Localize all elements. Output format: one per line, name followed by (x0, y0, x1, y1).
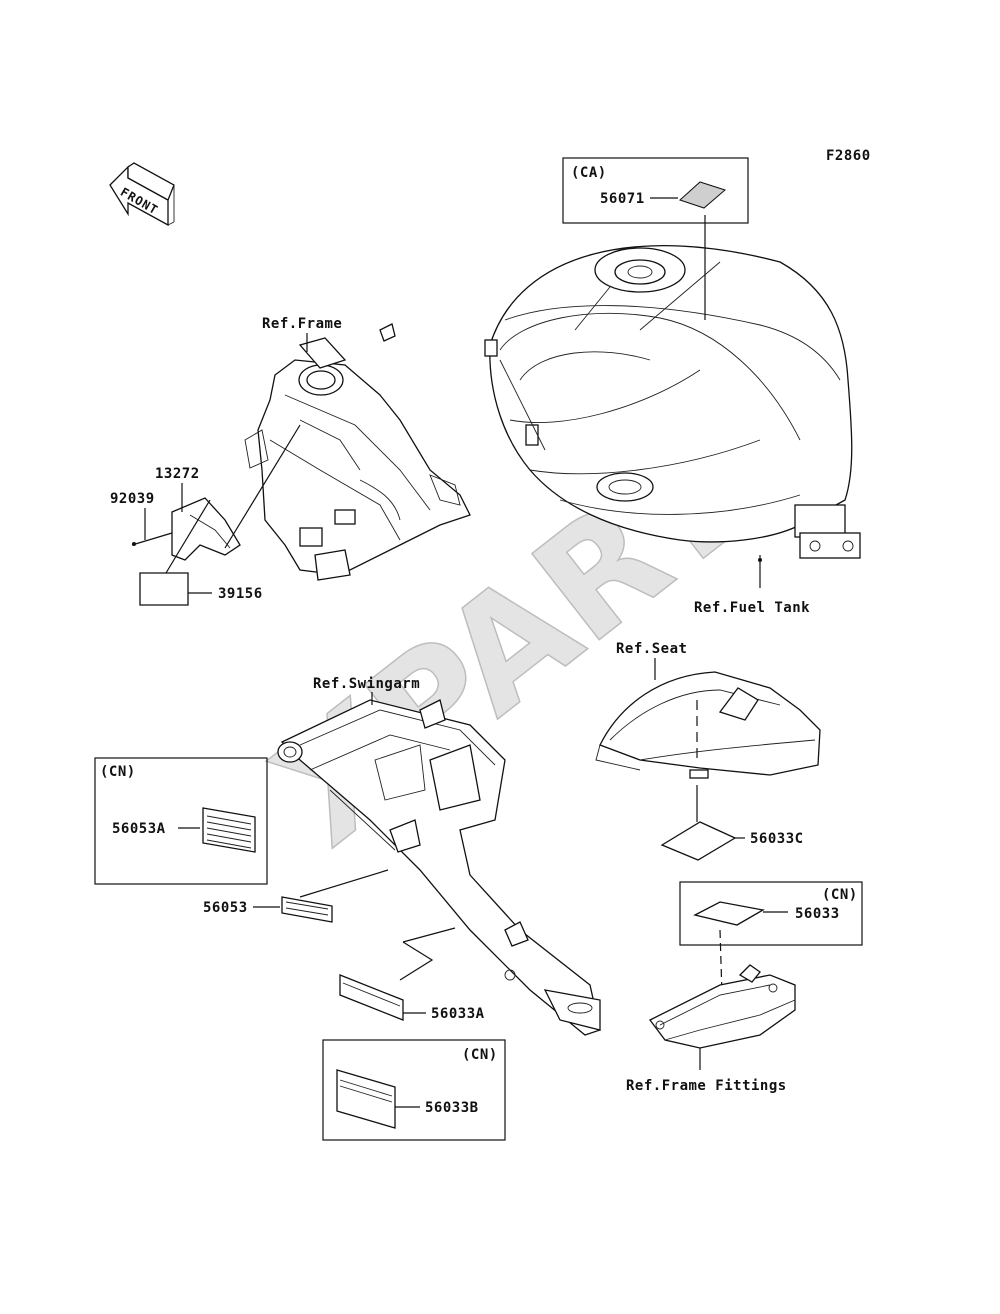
part-number-56033[interactable]: 56033 (795, 906, 840, 922)
label-56033-decal (693, 901, 765, 926)
box-cn-56053a (94, 757, 268, 885)
figure-code: F2860 (826, 148, 871, 164)
ref-frame-fittings-label: Ref.Frame Fittings (626, 1078, 787, 1094)
ref-seat-label: Ref.Seat (616, 641, 687, 657)
part-number-39156[interactable]: 39156 (218, 586, 263, 602)
label-56053a-decal (202, 807, 256, 853)
region-tag-ca: (CA) (571, 165, 607, 181)
rivet-92039 (131, 532, 173, 546)
part-number-92039[interactable]: 92039 (110, 491, 155, 507)
part-number-13272[interactable]: 13272 (155, 466, 200, 482)
leader-56053-swingarm (299, 869, 389, 898)
ref-frame-label: Ref.Frame (262, 316, 342, 332)
leader-13272-frame (224, 424, 301, 549)
label-56033a-decal (339, 974, 404, 1021)
part-number-56053[interactable]: 56053 (203, 900, 248, 916)
box-ca-56071 (562, 157, 749, 224)
leader-56033a-swingarm (402, 927, 456, 943)
label-39156-decal (139, 572, 189, 606)
region-tag-cn-56053a: (CN) (100, 764, 136, 780)
box-cn-56033 (679, 881, 863, 946)
swingarm-illustration (277, 699, 601, 1036)
frame-illustration (244, 323, 471, 581)
ref-fuel-tank-label: Ref.Fuel Tank (694, 600, 810, 616)
label-56053-decal (281, 896, 333, 923)
region-tag-cn-56033b: (CN) (462, 1047, 498, 1063)
frame-fittings-illustration (649, 964, 796, 1049)
front-direction-arrow-icon: FRONT (109, 162, 175, 227)
part-number-56071[interactable]: 56071 (600, 191, 645, 207)
label-56033c-decal (660, 821, 737, 861)
part-number-56033b[interactable]: 56033B (425, 1100, 479, 1116)
part-number-56033a[interactable]: 56033A (431, 1006, 485, 1022)
fuel-tank-illustration (484, 245, 861, 559)
seat-illustration (595, 671, 821, 779)
part-number-56053a[interactable]: 56053A (112, 821, 166, 837)
part-number-56033c[interactable]: 56033C (750, 831, 804, 847)
ref-swingarm-label: Ref.Swingarm (313, 676, 420, 692)
region-tag-cn-56033: (CN) (822, 887, 858, 903)
label-56071-decal (679, 181, 727, 209)
label-56033b-decal (336, 1069, 396, 1129)
box-cn-56033b (322, 1039, 506, 1141)
